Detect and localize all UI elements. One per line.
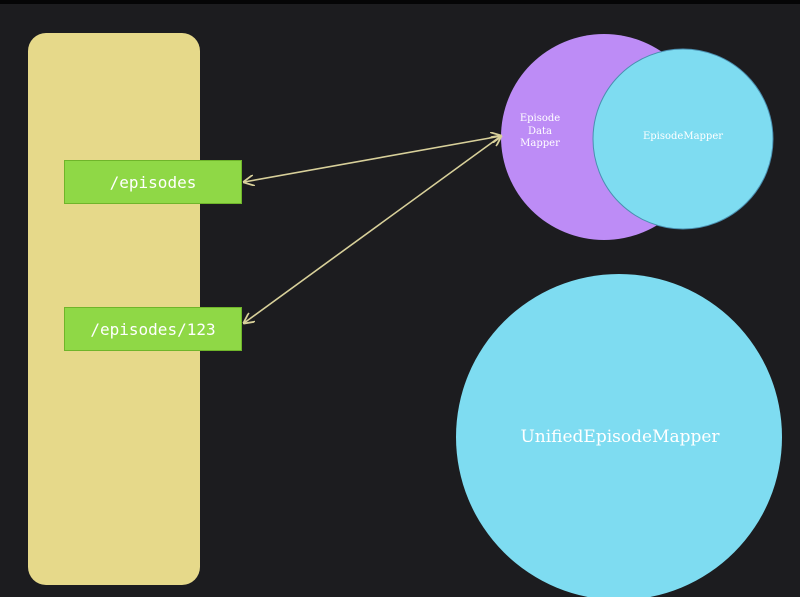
route-episodes: /episodes [64,160,242,204]
unified-episode-mapper-label: UnifiedEpisodeMapper [520,427,720,447]
route-episodes-123: /episodes/123 [64,307,242,351]
route-episodes-label: /episodes [109,172,197,192]
route-episodes-123-label: /episodes/123 [90,319,216,339]
arrow-episodes-to-data-mapper [244,136,501,182]
episode-mapper-label: EpisodeMapper [642,131,724,142]
arrow-episodes-123-to-data-mapper [244,136,501,323]
unified-episode-mapper-circle [456,274,782,597]
top-edge-strip [0,0,800,4]
episode-data-mapper-label: Episode Data Mapper [519,113,561,149]
episode-mapper-circle [592,48,774,230]
